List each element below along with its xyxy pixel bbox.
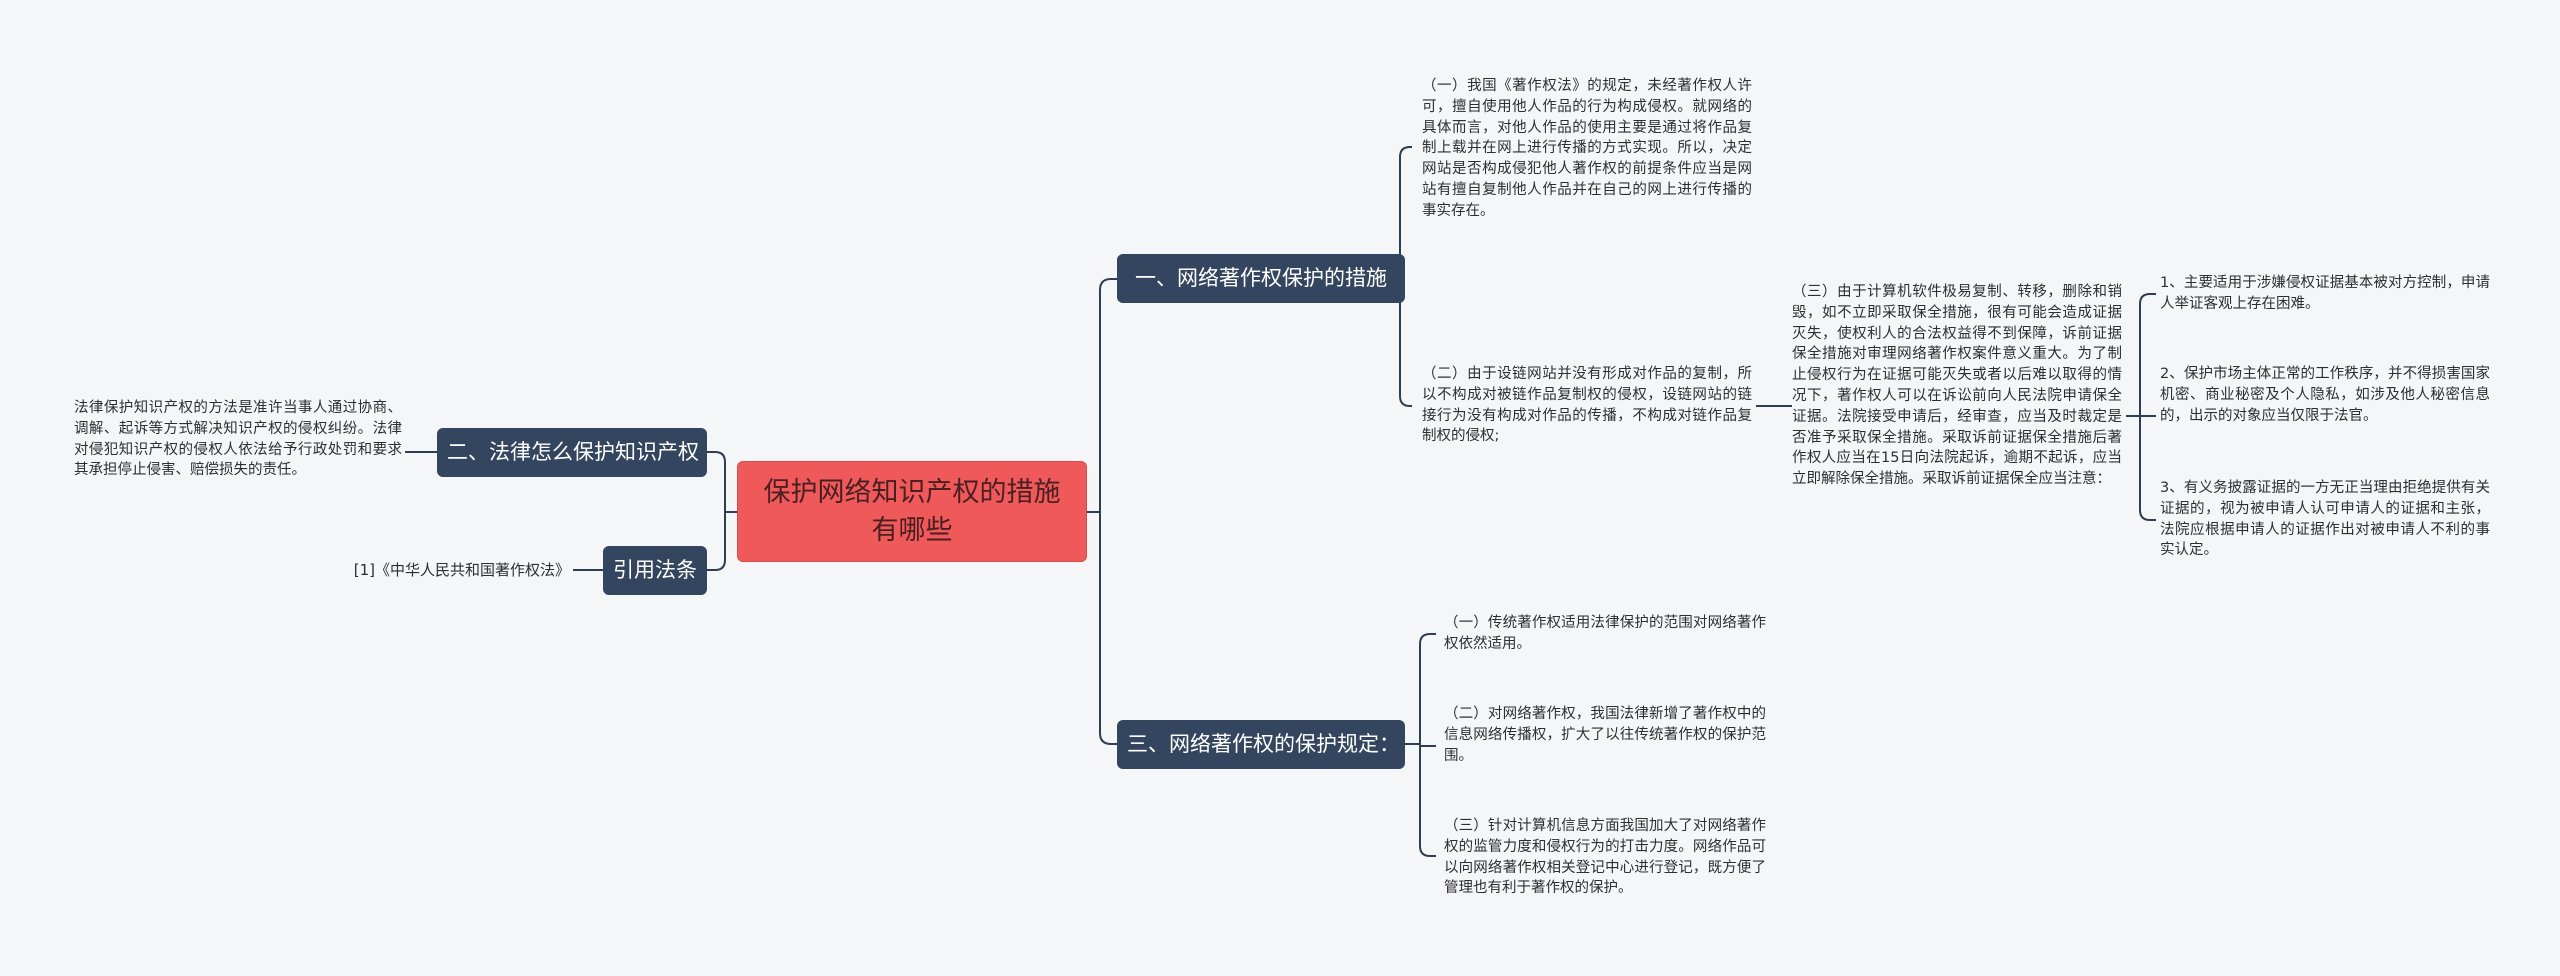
branch-label: 三、网络著作权的保护规定： <box>1127 732 1400 756</box>
leaf-b1-sub-3: 3、有义务披露证据的一方无正当理由拒绝提供有关证据的，视为被申请人认可申请人的证… <box>2160 480 2490 559</box>
branch-label: 一、网络著作权保护的措施 <box>1135 266 1387 290</box>
link-b1-i2 <box>1399 278 1412 407</box>
branch-network-copyright-measures[interactable]: 一、网络著作权保护的措施 <box>1117 254 1405 303</box>
link-b3-i3 <box>1405 743 1436 857</box>
leaf-b1-sub-1: 1、主要适用于涉嫌侵权证据基本被对方控制，申请人举证客观上存在困难。 <box>2160 275 2490 312</box>
leaf-b2-text: 法律保护知识产权的方法是准许当事人通过协商、调解、起诉等方式解决知识产权的侵权纠… <box>74 400 402 479</box>
branch-network-copyright-rules[interactable]: 三、网络著作权的保护规定： <box>1117 720 1405 769</box>
leaf-b1-item-3: （三）由于计算机软件极易复制、转移，删除和销毁，如不立即采取保全措施，很有可能会… <box>1792 284 2122 488</box>
leaf-b1-item-2: （二）由于设链网站并没有形成对作品的复制，所以不构成对被链作品复制权的侵权，设链… <box>1422 366 1752 445</box>
link-root-b4 <box>707 511 737 571</box>
leaf-b3-item-1: （一）传统著作权适用法律保护的范围对网络著作权依然适用。 <box>1444 615 1766 652</box>
branch-label: 引用法条 <box>613 558 697 582</box>
branch-law-protect-ip[interactable]: 二、法律怎么保护知识产权 <box>437 428 707 477</box>
link-i3-s3 <box>2126 415 2156 521</box>
branch-cited-law[interactable]: 引用法条 <box>603 546 707 595</box>
link-root-b2 <box>707 451 737 513</box>
leaf-b3-item-3: （三）针对计算机信息方面我国加大了对网络著作权的监管力度和侵权行为的打击力度。网… <box>1444 818 1766 897</box>
citation-copyright-law: [1]《中华人民共和国著作权法》 <box>353 561 570 579</box>
link-b3-i1 <box>1405 633 1436 745</box>
link-root-b1 <box>1087 278 1117 513</box>
link-i3-s1 <box>2126 293 2156 417</box>
branch-label: 二、法律怎么保护知识产权 <box>447 440 699 464</box>
leaf-b1-item-1: （一）我国《著作权法》的规定，未经著作权人许可，擅自使用他人作品的行为构成侵权。… <box>1422 78 1752 219</box>
link-root-b3 <box>1087 511 1117 745</box>
leaf-b1-sub-2: 2、保护市场主体正常的工作秩序，并不得损害国家机密、商业秘密及个人隐私，如涉及他… <box>2160 366 2490 424</box>
root-topic[interactable]: 保护网络知识产权的措施有哪些 <box>737 461 1087 562</box>
link-b1-i1 <box>1399 146 1412 280</box>
leaf-b3-item-2: （二）对网络著作权，我国法律新增了著作权中的信息网络传播权，扩大了以往传统著作权… <box>1444 706 1766 764</box>
root-title: 保护网络知识产权的措施有哪些 <box>763 476 1061 546</box>
